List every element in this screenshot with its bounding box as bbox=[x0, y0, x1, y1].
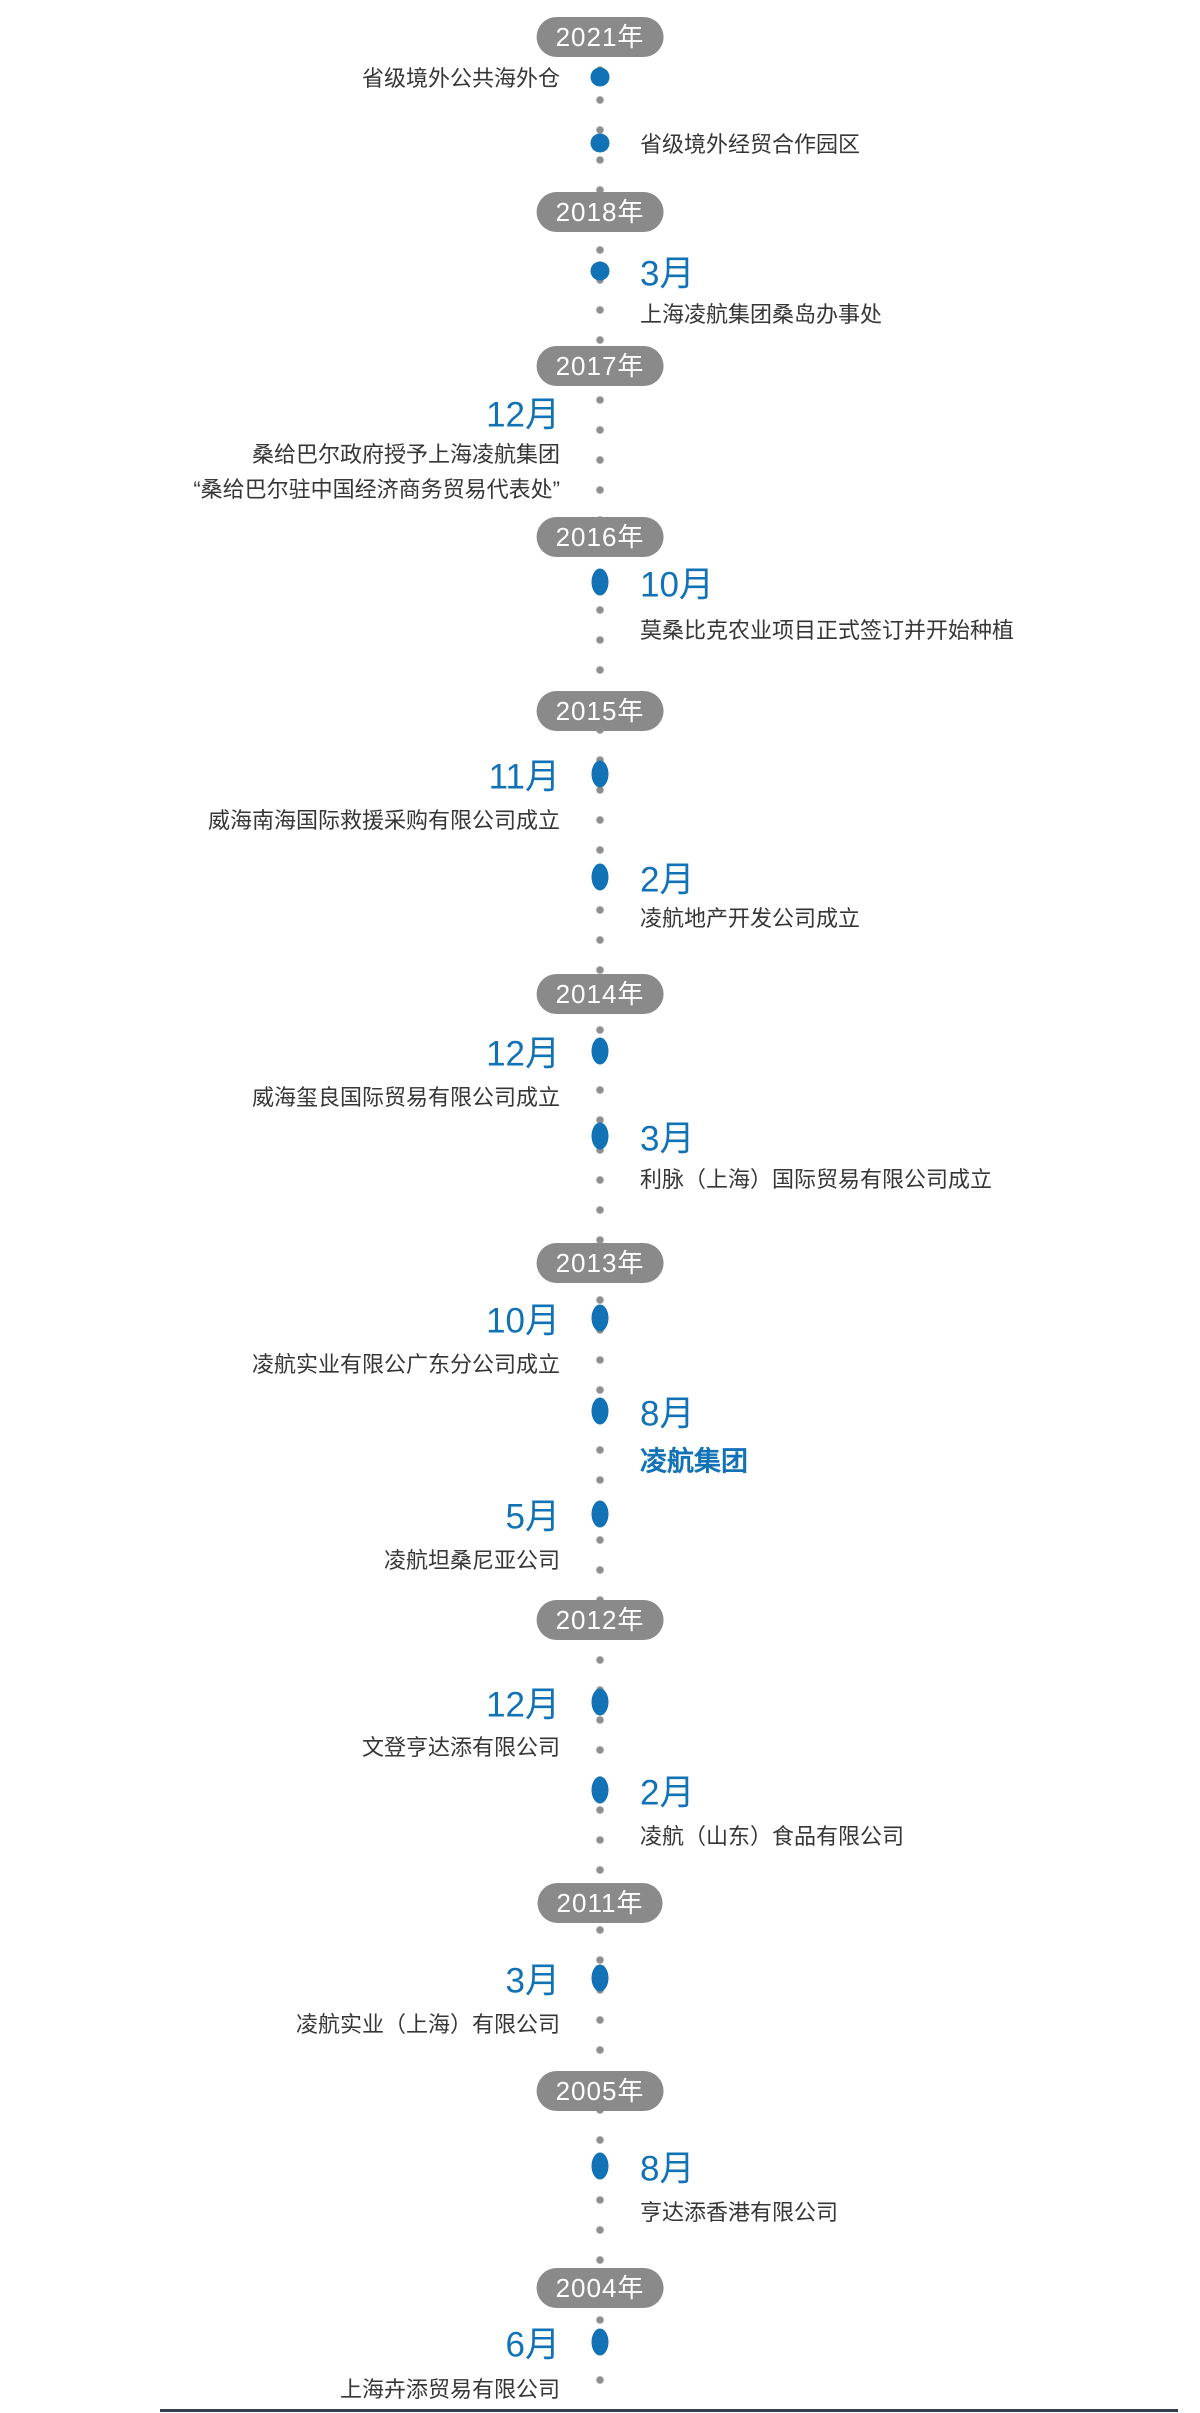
timeline-dotted-line bbox=[595, 55, 605, 2392]
event-description: 桑给巴尔政府授予上海凌航集团 bbox=[251, 442, 560, 467]
event-description: 上海卉添贸易有限公司 bbox=[339, 2377, 560, 2402]
event-month-label: 10月 bbox=[640, 565, 714, 605]
event-description: 凌航坦桑尼亚公司 bbox=[383, 1548, 560, 1573]
year-badge-2016: 2016年 bbox=[536, 517, 664, 557]
event-dot-icon bbox=[591, 760, 609, 788]
event-month-label: 5月 bbox=[505, 1497, 560, 1537]
event-dot-icon bbox=[591, 1500, 609, 1528]
year-badge-2005: 2005年 bbox=[536, 2071, 664, 2111]
event-dot-icon bbox=[591, 568, 609, 596]
event-description: 亨达添香港有限公司 bbox=[640, 2200, 839, 2225]
event-month-label: 3月 bbox=[505, 1961, 560, 2001]
event-month-label: 8月 bbox=[640, 2149, 695, 2189]
event-month-label: 12月 bbox=[486, 1685, 560, 1725]
event-description: 凌航实业（上海）有限公司 bbox=[295, 2012, 560, 2037]
footer-divider bbox=[160, 2409, 1178, 2412]
event-dot-icon bbox=[591, 1776, 609, 1804]
year-badge-2021: 2021年 bbox=[536, 17, 664, 57]
event-month-label: 3月 bbox=[640, 254, 695, 294]
event-description: 威海玺良国际贸易有限公司成立 bbox=[251, 1085, 560, 1110]
event-description: 省级境外公共海外仓 bbox=[361, 66, 560, 91]
event-dot-icon bbox=[590, 261, 610, 281]
event-month-label: 12月 bbox=[486, 395, 560, 435]
event-dot-icon bbox=[591, 1688, 609, 1716]
year-badge-2004: 2004年 bbox=[536, 2268, 664, 2308]
event-description: 凌航实业有限公广东分公司成立 bbox=[251, 1352, 560, 1377]
event-dot-icon bbox=[591, 863, 609, 891]
event-month-label: 6月 bbox=[505, 2325, 560, 2365]
event-dot-icon bbox=[591, 1397, 609, 1425]
event-month-label: 8月 bbox=[640, 1394, 695, 1434]
event-description: 文登亨达添有限公司 bbox=[361, 1735, 560, 1760]
year-badge-2014: 2014年 bbox=[536, 974, 664, 1014]
year-badge-2012: 2012年 bbox=[536, 1600, 664, 1640]
event-dot-icon bbox=[591, 1037, 609, 1065]
year-badge-2015: 2015年 bbox=[536, 691, 664, 731]
event-description: 省级境外经贸合作园区 bbox=[640, 132, 861, 157]
year-badge-2017: 2017年 bbox=[536, 346, 664, 386]
event-dot-icon bbox=[590, 67, 610, 87]
event-description-line2: “桑给巴尔驻中国经济商务贸易代表处” bbox=[193, 477, 560, 502]
event-dot-icon bbox=[591, 1964, 609, 1992]
event-description: 威海南海国际救援采购有限公司成立 bbox=[207, 808, 560, 833]
year-badge-2013: 2013年 bbox=[536, 1243, 664, 1283]
event-month-label: 3月 bbox=[640, 1119, 695, 1159]
event-month-label: 2月 bbox=[640, 1773, 695, 1813]
event-description: 凌航（山东）食品有限公司 bbox=[640, 1824, 905, 1849]
event-description: 凌航地产开发公司成立 bbox=[640, 906, 861, 931]
event-month-label: 2月 bbox=[640, 860, 695, 900]
year-badge-2011: 2011年 bbox=[537, 1883, 663, 1923]
event-month-label: 12月 bbox=[486, 1034, 560, 1074]
event-dot-icon bbox=[591, 2152, 609, 2180]
event-dot-icon bbox=[591, 1122, 609, 1150]
event-description: 利脉（上海）国际贸易有限公司成立 bbox=[640, 1167, 993, 1192]
event-month-label: 10月 bbox=[486, 1301, 560, 1341]
event-dot-icon bbox=[591, 2328, 609, 2356]
event-highlight-title: 凌航集团 bbox=[640, 1446, 748, 1477]
event-dot-icon bbox=[590, 133, 610, 153]
event-description: 上海凌航集团桑岛办事处 bbox=[640, 302, 883, 327]
event-month-label: 11月 bbox=[488, 757, 560, 797]
year-badge-2018: 2018年 bbox=[536, 192, 664, 232]
event-description: 莫桑比克农业项目正式签订并开始种植 bbox=[640, 618, 1015, 643]
event-dot-icon bbox=[591, 1304, 609, 1332]
